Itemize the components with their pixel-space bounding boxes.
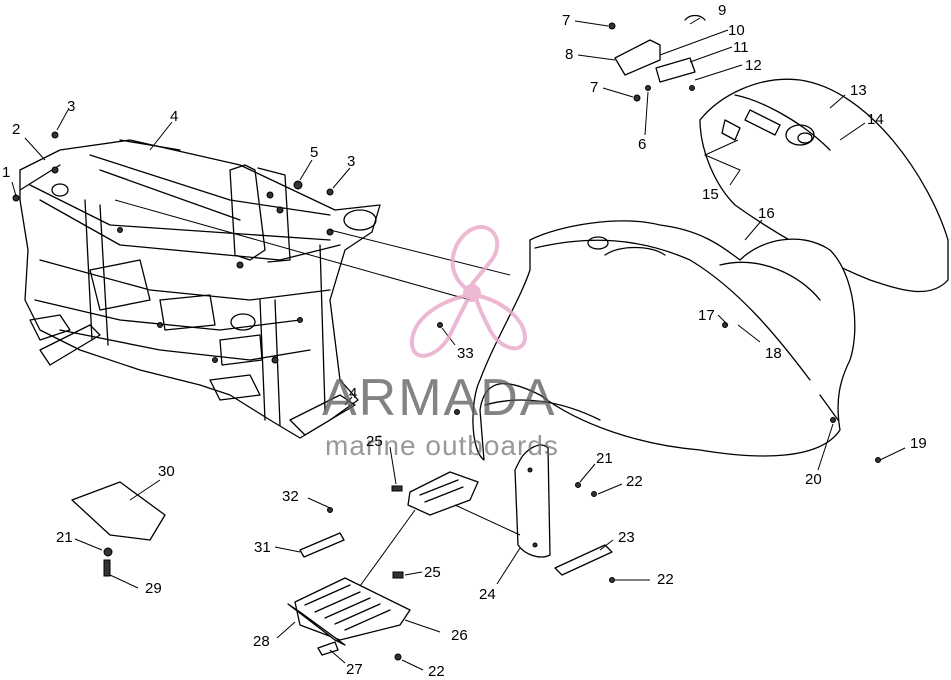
rear-fender	[699, 78, 949, 293]
frame-assembly	[19, 139, 381, 439]
callout-17: 17	[698, 307, 715, 324]
footrest-bracket	[407, 471, 479, 516]
callout-6: 6	[638, 136, 647, 153]
callout-3: 3	[347, 153, 356, 170]
strip-part	[299, 532, 345, 558]
callout-13: 13	[850, 82, 867, 99]
callout-25: 25	[366, 433, 383, 450]
callout-1: 1	[2, 164, 11, 181]
callout-2: 2	[12, 121, 21, 138]
callout-4: 4	[170, 108, 179, 125]
callout-22: 22	[657, 571, 674, 588]
callout-18: 18	[765, 345, 782, 362]
callout-20: 20	[805, 471, 822, 488]
callout-7: 7	[562, 12, 571, 29]
propeller-logo-icon	[409, 225, 528, 358]
callout-16: 16	[758, 205, 775, 222]
watermark-brand: ARMADA	[322, 369, 557, 427]
flap-bracket	[554, 544, 613, 576]
callout-8: 8	[565, 46, 574, 63]
callout-22: 22	[428, 663, 445, 680]
callout-9: 9	[718, 2, 727, 19]
callout-21: 21	[596, 450, 613, 467]
callout-24: 24	[479, 586, 496, 603]
skid-plate	[71, 481, 166, 541]
callout-27: 27	[346, 661, 363, 678]
callout-26: 26	[451, 627, 468, 644]
callout-7: 7	[590, 79, 599, 96]
callout-3: 3	[67, 98, 76, 115]
callout-19: 19	[910, 435, 927, 452]
front-fender	[472, 220, 856, 461]
tail-bracket-assembly	[608, 14, 706, 102]
watermark-tagline: marine outboards	[325, 430, 559, 461]
callout-23: 23	[618, 529, 635, 546]
callout-22: 22	[626, 473, 643, 490]
mud-flap	[514, 444, 551, 558]
callout-14: 14	[867, 111, 884, 128]
callout-12: 12	[745, 57, 762, 74]
callout-29: 29	[145, 580, 162, 597]
callout-10: 10	[728, 22, 745, 39]
callout-30: 30	[158, 463, 175, 480]
leader-lines	[11, 17, 906, 671]
callout-28: 28	[253, 633, 270, 650]
callout-25: 25	[424, 564, 441, 581]
hardware	[12, 131, 881, 661]
callout-31: 31	[254, 539, 271, 556]
callout-21: 21	[56, 529, 73, 546]
callout-32: 32	[282, 488, 299, 505]
footrest-assembly	[287, 577, 411, 656]
callout-4: 4	[349, 385, 358, 402]
callout-11: 11	[733, 39, 749, 56]
callout-33: 33	[457, 345, 474, 362]
callout-5: 5	[310, 144, 319, 161]
callout-15: 15	[702, 186, 719, 203]
